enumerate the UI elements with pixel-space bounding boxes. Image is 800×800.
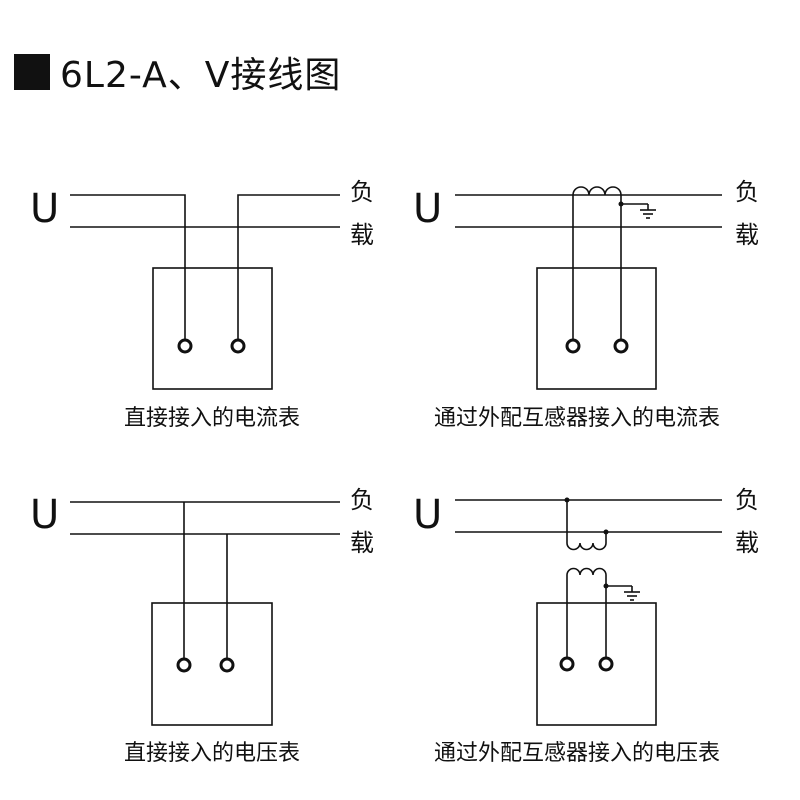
line-label-u: U [413,186,442,232]
caption-direct-ammeter: 直接接入的电流表 [124,406,300,431]
load-label-bottom: 载 [735,529,759,557]
title-text: 6L2-A、V接线图 [60,55,342,96]
load-label-bottom: 载 [350,529,374,557]
diagram-ct-ammeter: U 负 载 通过外配互感器接入的电流表 [413,178,759,431]
diagram-direct-voltmeter: U 负 载 直接接入的电压表 [30,486,374,766]
load-label-top: 负 [735,178,759,206]
meter-terminal-2 [613,338,629,354]
meter-box [536,267,657,390]
load-label-bottom: 载 [735,221,759,249]
pt-primary-coil-icon [566,542,607,551]
meter-box [536,602,657,726]
meter-terminal-1 [177,338,193,354]
caption-ct-ammeter: 通过外配互感器接入的电流表 [434,406,720,431]
meter-box [151,602,273,726]
meter-terminal-2 [219,657,235,673]
meter-terminal-1 [176,657,192,673]
ct-coil-icon [572,186,622,196]
load-label-top: 负 [735,486,759,514]
load-label-top: 负 [350,486,374,514]
load-label-top: 负 [350,178,374,206]
meter-terminal-2 [598,656,614,672]
line-label-u: U [30,186,59,232]
ground-icon [606,585,640,601]
diagram-direct-ammeter: U 负 载 直接接入的电流表 [30,178,374,431]
pt-secondary-coil-icon [566,567,607,576]
ground-icon [621,203,656,219]
title-square-icon [14,54,50,90]
line-label-u: U [30,492,59,538]
caption-direct-voltmeter: 直接接入的电压表 [124,741,300,766]
meter-terminal-1 [559,656,575,672]
meter-terminal-1 [565,338,581,354]
page-title: 6L2-A、V接线图 [14,44,341,100]
line-label-u: U [413,492,442,538]
load-label-bottom: 载 [350,221,374,249]
caption-pt-voltmeter: 通过外配互感器接入的电压表 [434,741,720,766]
meter-box [152,267,273,390]
load-wire-top [237,194,340,345]
line-wire-top [70,194,186,345]
meter-terminal-2 [230,338,246,354]
diagram-pt-voltmeter: U 负 载 通过外配互感器接入的电压表 [413,486,759,766]
